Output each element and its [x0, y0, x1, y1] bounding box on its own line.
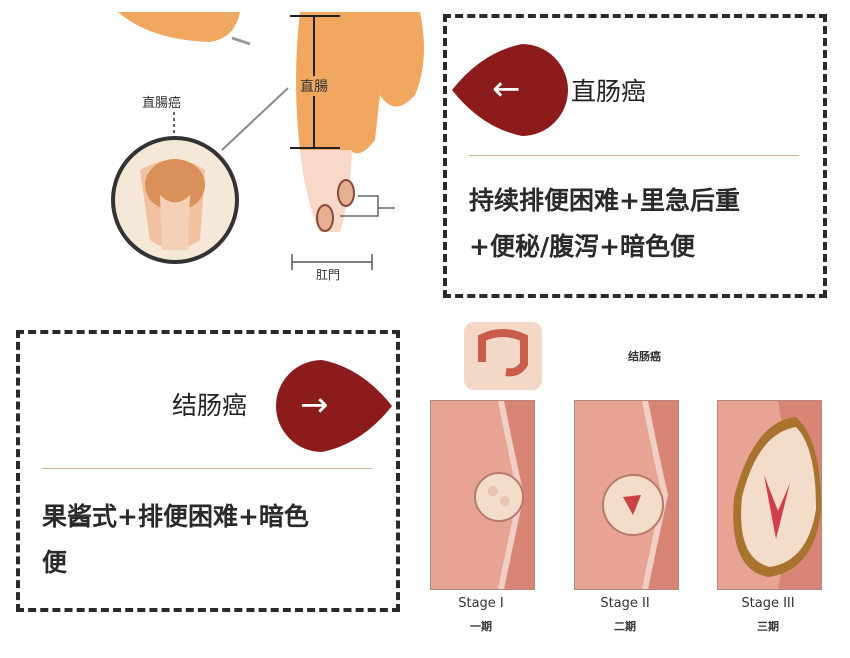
- rectal-symptoms-line1: 持续排便困难+里急后重: [469, 186, 740, 215]
- anus-label: 肛門: [316, 268, 341, 282]
- stage-1-illustration: [430, 400, 535, 590]
- colon-cancer-illustration-title: 结肠癌: [628, 350, 661, 363]
- left-arrow-icon: ←: [492, 69, 521, 109]
- rectal-cancer-panel: [443, 14, 827, 298]
- rectum-shape: [296, 12, 424, 154]
- stage-2-illustration: [574, 400, 679, 590]
- colon-badge: [272, 358, 392, 454]
- colon-segment-shape: [118, 12, 240, 42]
- stage-1-label: Stage I: [458, 596, 504, 611]
- stage-3-label: Stage III: [741, 596, 795, 611]
- stage-2-label: Stage II: [600, 596, 650, 611]
- right-arrow-icon: →: [300, 385, 329, 425]
- stage-3-cn-label: 三期: [757, 620, 779, 633]
- colon-divider: [42, 468, 372, 469]
- rectal-cancer-title: 直肠癌: [571, 77, 647, 106]
- cancer-label: 直腸癌: [142, 96, 182, 111]
- rectal-symptoms-line2: +便秘/腹泻+暗色便: [469, 232, 696, 261]
- rectum-label: 直腸: [300, 76, 328, 96]
- colon-cancer-panel: [16, 330, 400, 612]
- stage-3-illustration: [717, 400, 822, 590]
- colon-symptoms-line2: 便: [42, 548, 68, 577]
- stage-1-cn-label: 一期: [470, 620, 492, 633]
- rectal-illustration: 直腸癌 直腸 肛門: [0, 0, 440, 300]
- colon-cancer-title: 结肠癌: [172, 391, 248, 420]
- stage-2-cn-label: 二期: [614, 620, 636, 633]
- rectal-divider: [469, 155, 799, 156]
- rectal-illustration-graphic: [111, 12, 424, 270]
- rectal-badge: [452, 42, 572, 138]
- colon-symptoms-line1: 果酱式+排便困难+暗色: [42, 502, 309, 531]
- torso-illustration: [462, 322, 544, 390]
